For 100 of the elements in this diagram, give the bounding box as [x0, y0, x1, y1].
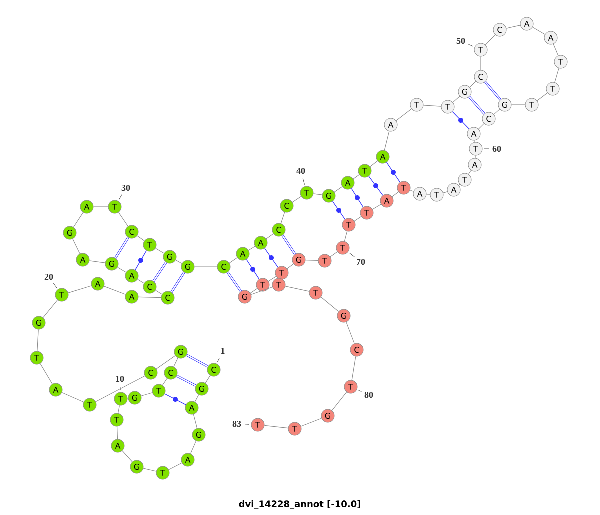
backbone-line — [313, 194, 323, 196]
backbone-line — [344, 231, 348, 242]
backbone-line — [73, 212, 84, 228]
backbone-line — [68, 286, 92, 294]
backbone-line — [287, 264, 294, 270]
position-number: 50 — [456, 38, 466, 44]
backbone-line — [553, 44, 559, 56]
backbone-line — [229, 258, 238, 264]
backbone-line — [143, 468, 157, 472]
backbone-line — [370, 160, 378, 168]
backbone-line — [354, 216, 362, 222]
base-pair-line — [186, 354, 209, 368]
backbone-line — [511, 104, 526, 106]
backbone-line — [264, 425, 289, 429]
backbone-line — [122, 450, 133, 462]
base-pair-line — [164, 394, 186, 406]
base-pair-line — [351, 188, 364, 208]
backbone-line — [470, 81, 476, 88]
backbone-line — [205, 375, 211, 384]
backbone-line — [554, 68, 560, 83]
backbone-line — [155, 290, 163, 295]
base-pair-line — [264, 248, 278, 268]
backbone-line — [118, 405, 120, 414]
backbone-line — [320, 297, 340, 312]
backbone-line — [285, 286, 310, 292]
backbone-line — [485, 34, 496, 46]
backbone-line — [396, 108, 412, 122]
backbone-line — [141, 392, 153, 396]
backbone-line — [494, 109, 500, 115]
backbone-line — [96, 376, 146, 402]
backbone-line — [410, 190, 414, 192]
backbone-line — [332, 392, 348, 412]
backbone-line — [480, 56, 482, 71]
backbone-line — [116, 426, 118, 440]
position-number: 1 — [221, 348, 225, 354]
base-pair-line — [152, 262, 168, 282]
backbone-line — [89, 260, 106, 264]
position-number: 10 — [116, 376, 124, 382]
backbone-line — [532, 27, 546, 35]
backbone-line — [305, 260, 319, 262]
backbone-line — [156, 356, 176, 370]
backbone-line — [137, 279, 145, 284]
backbone-line — [506, 25, 521, 29]
backbone-line — [475, 155, 476, 159]
backbone-line — [372, 204, 382, 210]
base-pair-line — [226, 272, 242, 292]
base-pair-line — [484, 81, 502, 101]
base-pair-line — [114, 237, 130, 259]
backbone-line — [194, 394, 200, 402]
backbone-line — [118, 267, 127, 273]
backbone-line — [43, 300, 58, 318]
base-pair-line — [332, 201, 346, 220]
backbone-line — [190, 440, 197, 454]
backbone-line — [250, 288, 258, 294]
position-number: 83 — [232, 420, 242, 428]
base-pair-line — [368, 176, 384, 196]
base-pair-line — [246, 259, 260, 280]
base-pair-line — [468, 96, 486, 115]
backbone-line — [118, 212, 128, 227]
backbone-line — [176, 260, 182, 264]
position-number: 70 — [357, 258, 366, 266]
backbone-line — [37, 329, 39, 352]
backbone-line — [155, 248, 165, 254]
base-pair-line — [135, 250, 147, 271]
backbone-line — [423, 105, 442, 107]
backbone-line — [452, 96, 460, 103]
backbone-line — [537, 92, 548, 102]
backbone-line — [72, 238, 80, 254]
base-pair-line — [282, 234, 296, 256]
position-number: 40 — [296, 168, 306, 174]
base-pair-line — [170, 272, 186, 293]
backbone-line — [468, 170, 472, 175]
position-number: 30 — [122, 184, 130, 192]
backbone-line — [138, 296, 162, 298]
position-number: 80 — [364, 392, 374, 398]
backbone-line — [292, 196, 302, 203]
backbone-line — [346, 322, 355, 344]
backbone-line — [352, 356, 356, 381]
backbone-line — [384, 131, 390, 151]
backbone-line — [194, 266, 218, 268]
backbone-line — [137, 236, 145, 242]
backbone-line — [426, 194, 431, 195]
base-pair-line — [452, 112, 470, 130]
backbone-line — [478, 123, 485, 130]
base-pair-line — [386, 162, 401, 183]
backbone-line — [392, 192, 399, 198]
backbone-line — [168, 462, 182, 470]
base-pair-line — [176, 375, 197, 387]
backbone-line — [280, 212, 286, 224]
backbone-line — [104, 286, 126, 295]
backbone-line — [174, 358, 178, 368]
backbone-line — [266, 234, 274, 240]
backbone-line — [40, 364, 53, 384]
backbone-line — [162, 378, 168, 386]
backbone-line — [62, 392, 84, 403]
backbone-line — [193, 414, 198, 429]
backbone-line — [248, 246, 256, 251]
caption: dvi_14228_annot [-10.0] — [239, 500, 360, 510]
backbone-line — [353, 174, 360, 180]
position-number: 60 — [492, 146, 502, 152]
